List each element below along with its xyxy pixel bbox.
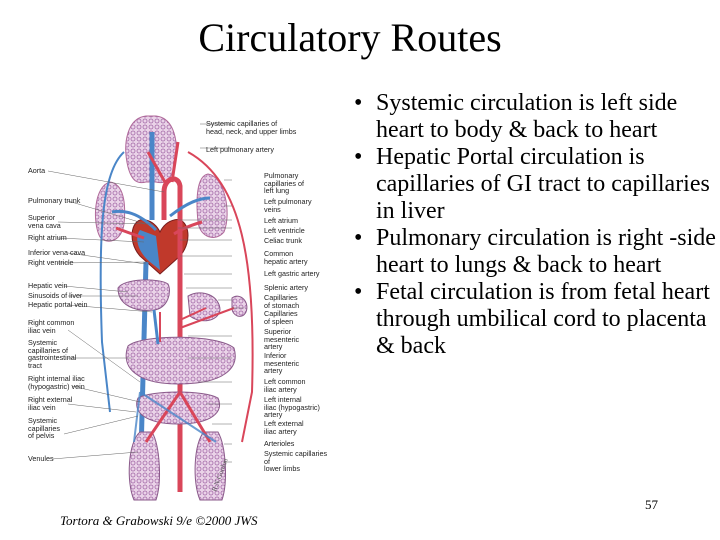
pelvis-capillaries — [136, 391, 220, 425]
label-left-pulmonary-artery: Left pulmonary artery — [206, 145, 274, 154]
bullet-systemic: • Systemic circulation is left side heart… — [346, 90, 718, 144]
left-upper-artery — [187, 151, 254, 443]
label-inferior-mesenteric-artery: Inferior mesenteric artery — [264, 351, 300, 376]
label-left-ventricle: Left ventricle — [264, 226, 305, 235]
label-celiac-trunk: Celiac trunk — [264, 236, 302, 245]
bullet-pulmonary: • Pulmonary circulation is right -side he… — [346, 225, 718, 279]
iliac-veins — [133, 391, 217, 443]
circulatory-routes-diagram: R.N.Gordon Systemic capillaries of head,… — [28, 112, 328, 507]
label-aorta: Aorta — [28, 166, 46, 175]
visceral-arteries — [159, 307, 235, 342]
bullet-marker: • — [354, 90, 363, 116]
label-hepatic-portal-vein: Hepatic portal vein — [28, 300, 88, 309]
bullet-list: • Systemic circulation is left side heart… — [346, 90, 718, 360]
label-pulmonary-capillaries-left-lung: Pulmonary capillaries of left lung — [264, 171, 304, 196]
label-common-hepatic-artery: Common hepatic artery — [264, 249, 308, 266]
label-superior-mesenteric-artery: Superior mesenteric artery — [264, 327, 300, 352]
label-superior-vena-cava: Superior vena cava — [28, 213, 61, 230]
bullet-fetal: • Fetal circulation is from fetal heart t… — [346, 279, 718, 360]
left-leader-lines — [47, 170, 165, 460]
label-pulmonary-trunk: Pulmonary trunk — [28, 196, 81, 205]
label-splenic-artery: Splenic artery — [264, 283, 308, 292]
label-right-ventricle: Right ventricle — [28, 258, 74, 267]
gi-tract-capillaries — [125, 336, 236, 385]
slide-title: Circulatory Routes — [198, 15, 502, 60]
label-left-atrium: Left atrium — [264, 216, 298, 225]
figure-caption: Tortora & Grabowski 9/e ©2000 JWS — [60, 513, 258, 528]
page-number: 57 — [645, 497, 658, 512]
bullet-text: Hepatic Portal circulation is capillarie… — [376, 144, 710, 224]
label-right-common-iliac-vein: Right common iliac vein — [28, 318, 75, 335]
carotid-vessels — [146, 141, 180, 185]
label-capillaries-of-stomach: Capillaries of stomach — [264, 293, 300, 310]
label-left-external-iliac-artery: Left external iliac artery — [264, 419, 304, 436]
label-right-external-iliac-vein: Right external iliac vein — [28, 395, 73, 412]
label-systemic-capillaries-gi-tract: Systemic capillaries of gastrointestinal… — [28, 338, 77, 370]
label-capillaries-of-spleen: Capillaries of spleen — [264, 309, 298, 326]
hepatic-portal-vein-vessel — [152, 309, 160, 345]
bullet-marker: • — [354, 225, 363, 251]
left-lung-capillaries — [196, 173, 228, 238]
label-systemic-capillaries-pelvis: Systemic capillaries of pelvis — [28, 416, 60, 441]
bullet-text: Pulmonary circulation is right -side hea… — [376, 225, 716, 278]
label-systemic-capillaries-head: Systemic capillaries of head, neck, and … — [206, 119, 297, 136]
pulmonary-arteries — [111, 196, 211, 232]
spleen-capillaries — [231, 295, 248, 317]
label-left-internal-iliac-artery: Left internal iliac (hypogastric) artery — [264, 395, 320, 420]
label-inferior-vena-cava: Inferior vena cava — [28, 248, 86, 257]
liver-sinusoids — [117, 279, 170, 311]
bullet-marker: • — [354, 144, 363, 170]
right-lower-limb-capillaries — [128, 431, 160, 501]
bullet-hepatic-portal: • Hepatic Portal circulation is capillari… — [346, 144, 718, 225]
bullet-marker: • — [354, 279, 363, 305]
label-venules: Venules — [28, 454, 54, 463]
label-right-atrium: Right atrium — [28, 233, 67, 242]
label-arterioles: Arterioles — [264, 439, 295, 448]
left-lower-limb-capillaries — [194, 431, 226, 501]
label-right-internal-iliac-vein: Right internal iliac (hypogastric) vein — [28, 374, 85, 391]
right-leader-lines — [178, 123, 244, 463]
right-upper-vein — [99, 151, 125, 413]
label-sinusoids-of-liver: Sinusoids of liver — [28, 291, 83, 300]
circulation-illustration: R.N.Gordon — [47, 115, 254, 501]
label-hepatic-vein: Hepatic vein — [28, 281, 68, 290]
label-systemic-capillaries-lower-limbs: Systemic capillaries of lower limbs — [264, 449, 328, 474]
stomach-capillaries — [187, 292, 221, 322]
label-left-gastric-artery: Left gastric artery — [264, 269, 320, 278]
bullet-text: Fetal circulation is from fetal heart th… — [376, 279, 710, 359]
right-heart — [137, 230, 160, 270]
label-left-pulmonary-veins: Left pulmonary veins — [264, 197, 312, 214]
bullet-text: Systemic circulation is left side heart … — [376, 90, 678, 143]
label-left-common-iliac-artery: Left common iliac artery — [264, 377, 306, 394]
